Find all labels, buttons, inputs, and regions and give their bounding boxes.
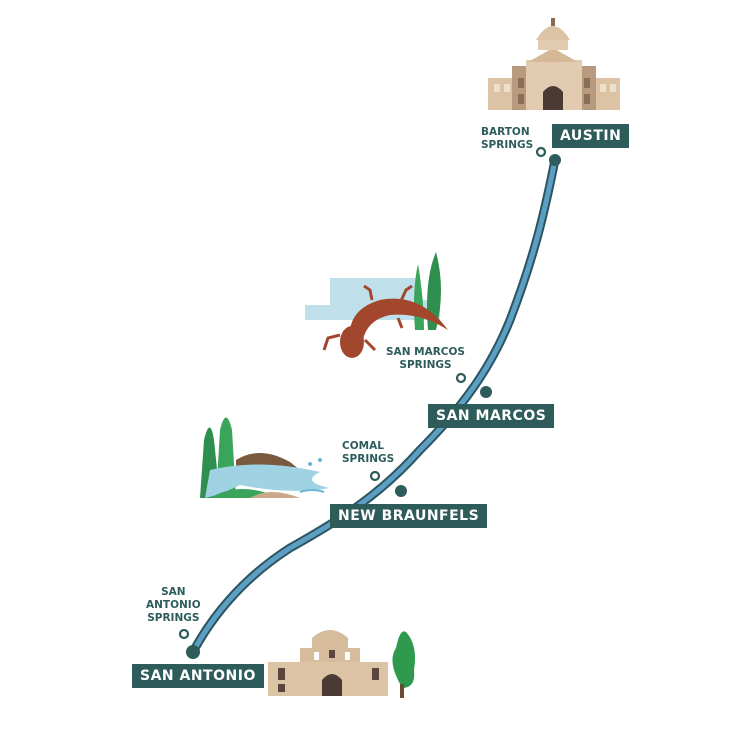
spring-label-san-antonio: SAN ANTONIO SPRINGS [146,586,201,624]
san-antonio-marker [186,645,200,659]
capitol-building-icon [488,18,620,110]
salamander-scene-icon [305,252,448,358]
san-marcos-marker [480,386,492,398]
austin-marker [549,154,561,166]
city-label-austin: AUSTIN [552,124,630,148]
river-path [190,157,558,655]
alamo-building-icon [268,630,415,698]
new-braunfels-marker [395,485,407,497]
spring-label-comal: COMAL SPRINGS [342,440,395,465]
city-label-san-antonio: SAN ANTONIO [132,664,264,688]
city-label-new-braunfels: NEW BRAUNFELS [330,504,488,528]
city-label-san-marcos: SAN MARCOS [428,404,555,428]
comal-springs-scene-icon [200,417,330,498]
comal-springs-marker [369,470,381,482]
san-marcos-springs-marker [455,372,467,384]
spring-label-san-marcos: SAN MARCOS SPRINGS [386,346,465,371]
spring-label-barton: BARTON SPRINGS [481,126,534,151]
barton-springs-marker [535,146,547,158]
san-antonio-springs-marker [178,628,190,640]
